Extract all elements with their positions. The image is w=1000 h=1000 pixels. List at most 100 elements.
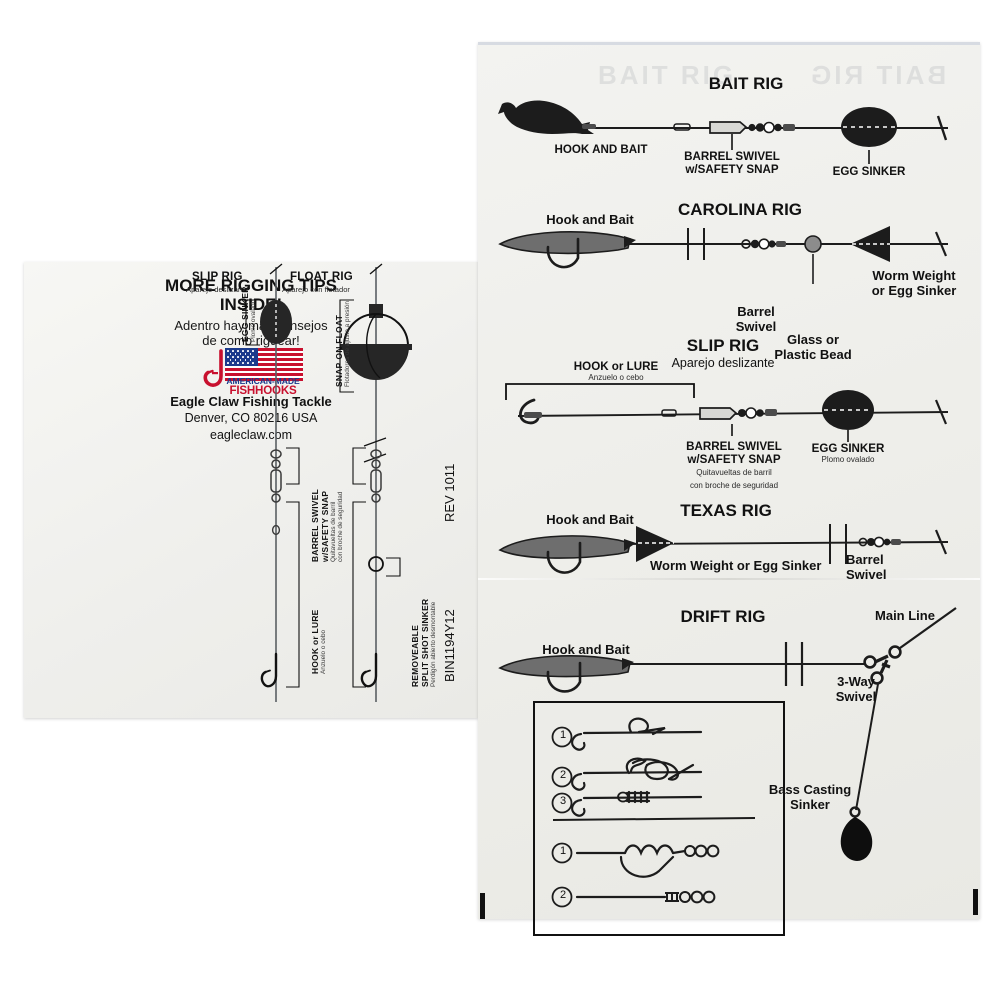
bait-rig-title: BAIT RIG (708, 74, 784, 93)
registration-mark-right (973, 889, 978, 915)
slip-rig-egg-sinker-label: EGG SINKER Plomo ovalado (811, 442, 885, 464)
drift-three-way-swivel-label: 3-Way Swivel (835, 674, 877, 704)
logo-fishhooks-text: FISHHOOKS (229, 384, 297, 397)
label-egg-sinker-left: EGG SINKER Plomo ovalado (240, 286, 257, 342)
carolina-worm-weight-label: Worm Weight or Egg Sinker (871, 268, 957, 298)
carolina-bead-shape (804, 235, 822, 253)
knot-step-marker (551, 886, 573, 908)
hook-or-lure-bracket (505, 383, 695, 400)
knot-step-marker (551, 726, 573, 748)
left-card-back-of-insert: MORE RIGGING TIPS INSIDE! Adentro hay má… (24, 262, 478, 718)
bait-rig-line-end (936, 115, 948, 141)
rev-code: REV 1011 (442, 463, 457, 522)
texas-hook-and-bait-label: Hook and Bait (546, 512, 634, 527)
label-hook-or-lure-left: HOOK or LURE Anzuelo o cebo (310, 609, 327, 674)
texas-rig-title: TEXAS RIG (680, 501, 772, 520)
texas-hook-shape (546, 541, 582, 574)
slip-rig-subtitle: Aparejo deslizante (671, 356, 775, 370)
company-name: Eagle Claw Fishing Tackle (170, 394, 332, 409)
carolina-rig-drawing (498, 226, 948, 284)
carolina-rig-title: CAROLINA RIG (677, 200, 803, 219)
company-website: eagleclaw.com (210, 428, 292, 442)
label-barrel-swivel-left: BARREL SWIVEL w/SAFETY SNAP Quitavueltas… (310, 488, 344, 562)
left-card-rig-drawings (245, 263, 412, 702)
knot-step-marker (551, 766, 573, 788)
slip-rig-barrel-swivel (270, 449, 282, 536)
texas-worm-weight-label: Worm Weight or Egg Sinker (650, 558, 822, 573)
texas-barrel-swivel-shape (858, 536, 901, 548)
label-snap-on-float-left: SNAP-ON FLOAT Flotadores de ajuste a pre… (334, 301, 351, 387)
bait-rig-drawing (498, 100, 948, 147)
split-shot-sinker-shape (368, 556, 384, 572)
drift-hook-shape (546, 661, 582, 693)
snap-float-bracket (339, 299, 354, 393)
float-rig-barrel-swivel (370, 449, 382, 503)
slip-rig-line-top-tick (269, 263, 283, 275)
main-line-stroke (899, 607, 957, 649)
label-split-shot-sinker-left: REMOVEABLE SPLIT SHOT SINKER Perdigón ab… (410, 598, 437, 687)
slip-swivel-bracket (286, 447, 300, 485)
right-card-front-of-insert: BAIT RIG BAIT RIG BAIT RIG (478, 42, 980, 936)
drift-main-line-label: Main Line (875, 608, 935, 623)
texas-worm-weight-shape (636, 526, 674, 562)
bass-casting-sinker-shape (840, 817, 873, 861)
slip-hook-bracket (286, 501, 300, 688)
slip-rig-drawing (505, 383, 949, 442)
carolina-bead-label: Glass or Plastic Bead (774, 332, 852, 362)
left-float-rig-title: FLOAT RIG (290, 271, 353, 283)
drift-rig-drawing (498, 607, 957, 861)
drift-hook-and-bait-label: Hook and Bait (542, 642, 630, 657)
hook-knot-step-3-number: 3 (559, 795, 567, 807)
carolina-hook-and-bait-label: Hook and Bait (546, 212, 634, 227)
left-slip-rig-subtitle: Aparejo deslizante (186, 285, 249, 294)
sinker-dropper-line (855, 683, 879, 811)
carolina-barrel-swivel-shape (741, 238, 786, 250)
swivel-knot-step-2-number: 2 (559, 889, 567, 901)
knot-step-marker (551, 842, 573, 864)
carolina-hook-shape (546, 237, 580, 269)
hook-knot-step-1-number: 1 (559, 729, 567, 741)
carolina-worm-bait-shape (498, 231, 631, 255)
split-shot-bracket (386, 557, 401, 577)
american-made-fishhooks-logo: AMERICAN-MADE FISHHOOKS (199, 348, 303, 397)
slip-rig-hook (260, 652, 278, 688)
bait-rig-barrel-swivel-shape (673, 121, 795, 134)
hook-knot-step-2-number: 2 (559, 769, 567, 781)
slip-rig-hook-or-lure-label: HOOK or LURE Anzuelo o cebo (573, 360, 659, 382)
slip-rig-title: SLIP RIG (686, 336, 760, 355)
texas-rig-drawing (498, 524, 949, 574)
snap-on-float-shape (340, 304, 412, 380)
float-line-break-1 (363, 437, 387, 447)
left-float-rig-subtitle: Aparejo con flotador (282, 285, 350, 294)
logo-american-made-text: AMERICAN-MADE (226, 376, 300, 386)
company-address: Denver, CO 80216 USA (184, 411, 318, 425)
float-rig-hook (360, 652, 378, 688)
bait-rig-barrel-swivel-label: BARREL SWIVEL w/SAFETY SNAP (684, 150, 780, 176)
ghost-showthrough-text: BAIT RIG (598, 60, 737, 90)
usa-flag-icon (225, 348, 303, 381)
drift-bass-casting-sinker-label: Bass Casting Sinker (768, 782, 852, 812)
egg-sinker-bracket (245, 299, 260, 346)
texas-barrel-swivel-label: Barrel Swivel (846, 552, 887, 582)
headline-line-1: MORE RIGGING TIPS (165, 276, 337, 295)
slip-rig-barrel-swivel-label: BARREL SWIVEL w/SAFETY SNAP Quitavueltas… (686, 440, 782, 490)
bait-rig-hook-and-bait-label: HOOK AND BAIT (554, 143, 648, 156)
texas-worm-bait-shape (498, 535, 631, 559)
knot-diagrams (551, 717, 756, 908)
bin-code: BIN1194Y12 (442, 609, 457, 682)
fishhook-icon (203, 349, 223, 387)
three-way-swivel-shape (863, 645, 902, 685)
knot-instruction-box (533, 701, 785, 936)
carolina-barrel-swivel-label: Barrel Swivel (735, 304, 777, 334)
hook-and-bait-fish-shape (498, 100, 594, 134)
knot-step-marker (551, 792, 573, 814)
drift-rig-title: DRIFT RIG (680, 607, 766, 626)
drift-worm-bait-shape (498, 655, 631, 678)
bait-rig-egg-sinker-label: EGG SINKER (832, 165, 906, 178)
slip-rig-hook-shape (519, 398, 540, 425)
slip-rig-barrel-swivel-shape (661, 407, 777, 420)
paper-fold-crease (478, 578, 980, 580)
swivel-knot-step-1-number: 1 (559, 845, 567, 857)
left-slip-rig-title: SLIP RIG (192, 271, 243, 283)
